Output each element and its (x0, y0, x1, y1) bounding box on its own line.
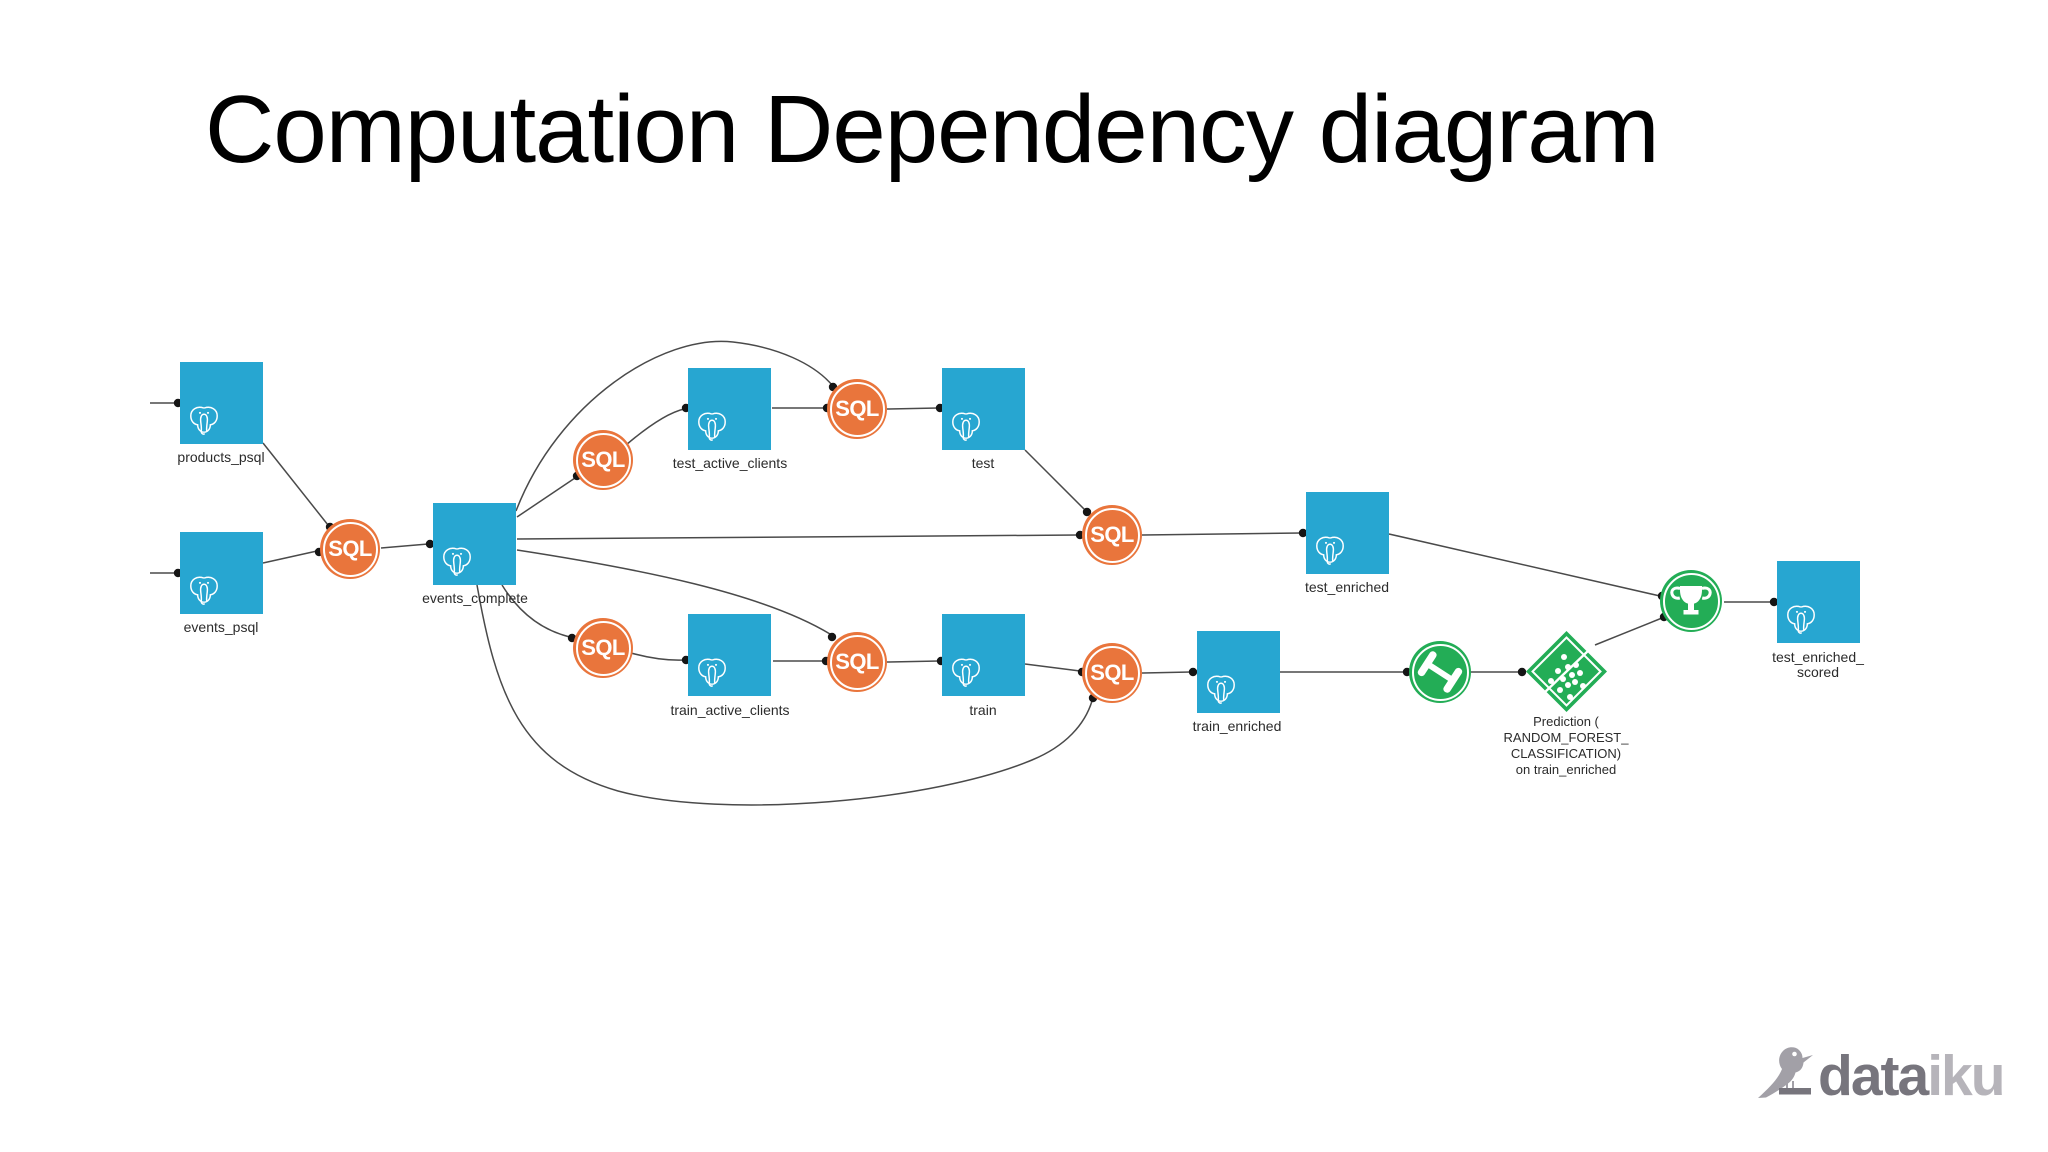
dataset-label-events-psql: events_psql (183, 619, 259, 635)
recipe-ring (829, 634, 885, 690)
sql-recipe-train-active-clients: SQL (573, 618, 633, 678)
trophy-icon (1670, 586, 1712, 615)
recipe-ring (322, 521, 378, 577)
edge-lines (150, 340, 1772, 806)
dataset-label-line: scored (1796, 664, 1840, 680)
recipe-ring (575, 620, 631, 676)
dataset-test (942, 368, 1025, 450)
sql-recipe-train-enriched: SQL (1082, 643, 1142, 703)
postgresql-icon (1207, 675, 1235, 704)
brand-name-light: iku (1927, 1044, 2005, 1108)
dataset-label-line: test_enriched_ (1772, 649, 1864, 665)
dataset-label-test-active-clients: test_active_clients (672, 455, 788, 471)
postgresql-icon (190, 576, 218, 605)
sql-recipe-label: SQL (581, 447, 625, 472)
dataset-label-test-enriched: test_enriched (1304, 579, 1390, 595)
recipe-ring (1084, 645, 1140, 701)
postgresql-icon (698, 658, 726, 687)
dataset-products-psql (180, 362, 263, 444)
dataset-test-active-clients (688, 368, 771, 450)
dataset-train (942, 614, 1025, 696)
sql-recipe-test-enriched: SQL (1082, 505, 1142, 565)
recipe-ring (1411, 643, 1469, 701)
prediction-label-line: CLASSIFICATION) (1510, 746, 1622, 761)
dataiku-bird-icon (1758, 1047, 1813, 1098)
postgresql-icon (952, 412, 980, 441)
recipe-ring (1662, 572, 1720, 630)
dataset-events-psql (180, 532, 263, 614)
postgresql-icon (698, 412, 726, 441)
sql-recipe-train: SQL (827, 632, 887, 692)
postgresql-icon (190, 406, 218, 435)
sql-recipe-test-active-clients: SQL (573, 430, 633, 490)
prediction-label-line: on train_enriched (1515, 762, 1617, 777)
recipe-ring (1084, 507, 1140, 563)
dataset-label-train-active-clients: train_active_clients (670, 702, 790, 718)
page-title: Computation Dependency diagram (205, 76, 1660, 183)
score-recipe (1660, 570, 1722, 632)
postgresql-icon (1787, 605, 1815, 634)
dataset-label-train: train (969, 702, 997, 718)
dataset-label-test-enriched-scored: test_enriched_ scored (1708, 650, 1928, 680)
dataset-train-enriched (1197, 631, 1280, 713)
train-model-recipe (1409, 641, 1471, 703)
dataset-train-active-clients (688, 614, 771, 696)
sql-recipe-label: SQL (1090, 660, 1134, 685)
sql-recipe-test: SQL (827, 379, 887, 439)
dataset-test-enriched-scored (1777, 561, 1860, 643)
sql-recipe-events-complete: SQL (320, 519, 380, 579)
dataset-test-enriched (1306, 492, 1389, 574)
recipe-ring (575, 432, 631, 488)
dataset-label-train-enriched: train_enriched (1192, 718, 1282, 734)
prediction-label-line: Prediction ( (1533, 714, 1599, 729)
dataset-events-complete (433, 503, 516, 585)
sql-recipe-label: SQL (1090, 522, 1134, 547)
dataset-label-events-complete: events_complete (422, 590, 528, 606)
brand-name-dark: data (1818, 1044, 1929, 1108)
dataset-label-test: test (971, 455, 995, 471)
recipe-ring (829, 381, 885, 437)
dataset-label-products-psql: products_psql (177, 449, 265, 465)
postgresql-icon (952, 658, 980, 687)
sql-recipe-label: SQL (835, 649, 879, 674)
prediction-scatter-icon (1526, 631, 1607, 712)
postgresql-icon (443, 547, 471, 576)
prediction-model-node (1524, 629, 1609, 714)
sql-recipe-label: SQL (835, 396, 879, 421)
prediction-model-label: Prediction ( RANDOM_FOREST_ CLASSIFICATI… (1456, 714, 1676, 778)
sql-recipe-label: SQL (328, 536, 372, 561)
postgresql-icon (1316, 536, 1344, 565)
dumbbell-icon (1417, 651, 1463, 693)
sql-recipe-label: SQL (581, 635, 625, 660)
prediction-label-line: RANDOM_FOREST_ (1503, 730, 1629, 745)
